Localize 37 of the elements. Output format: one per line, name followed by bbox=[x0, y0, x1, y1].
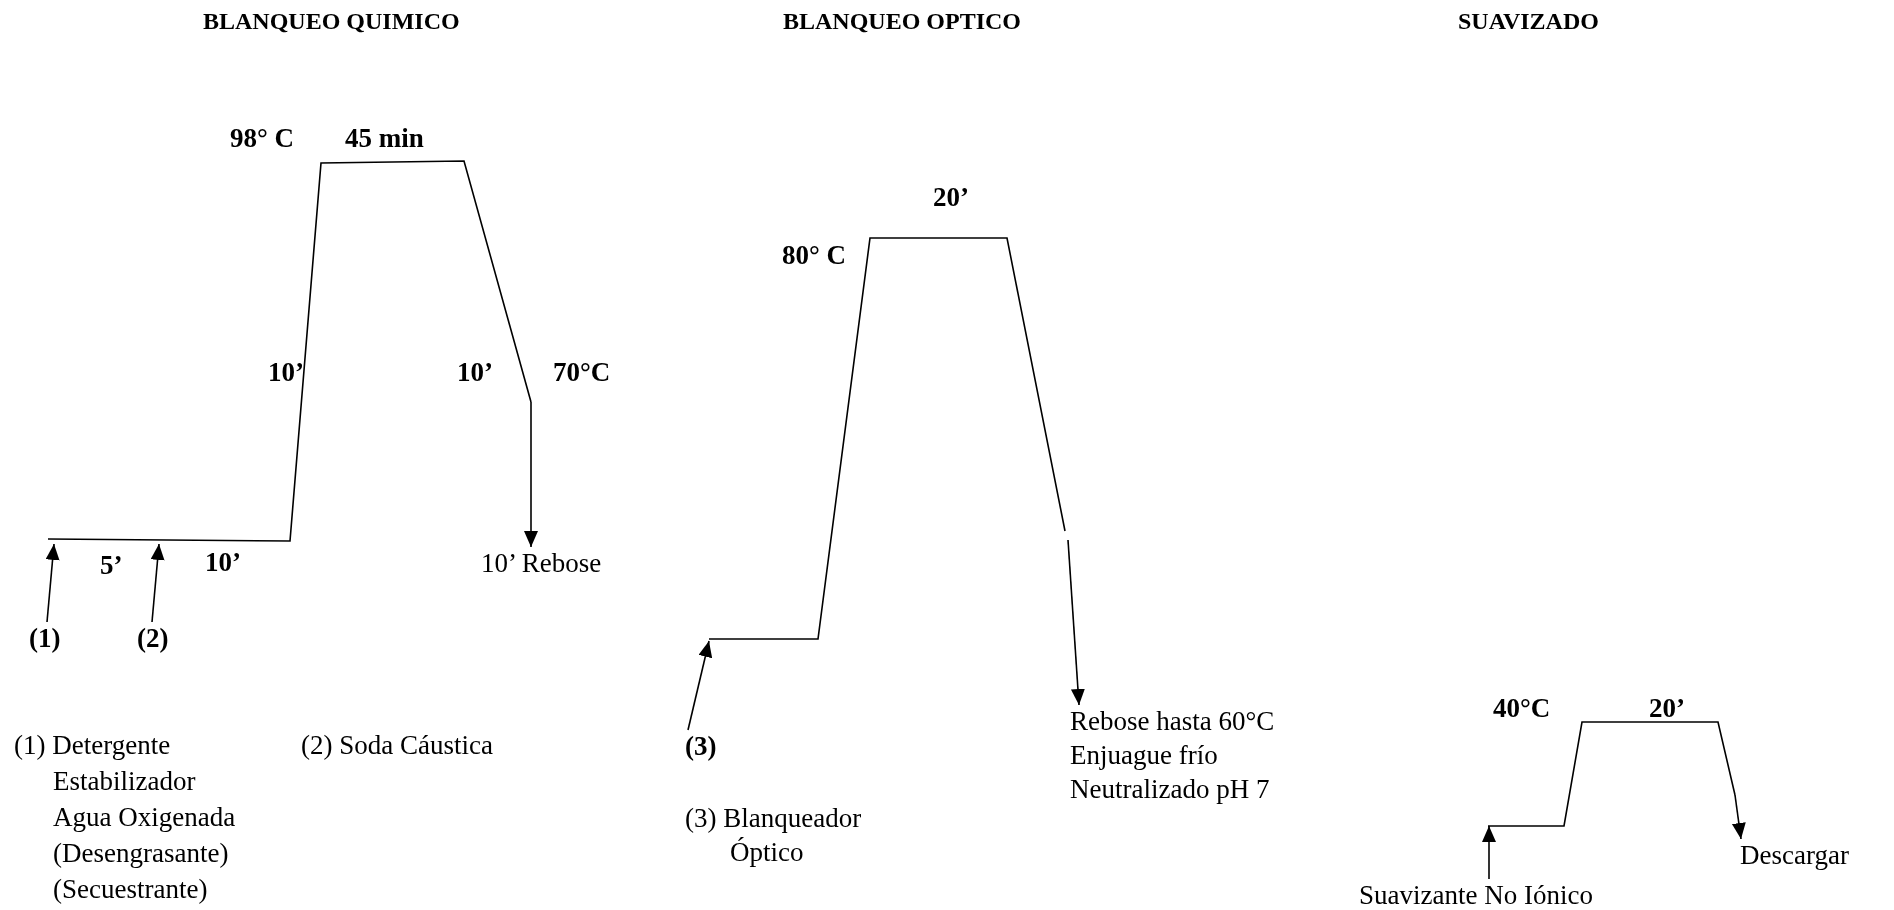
section-title: SUAVIZADO bbox=[1458, 7, 1599, 36]
step-note: Enjuague frío bbox=[1070, 739, 1219, 772]
reagent-list-item: Estabilizador bbox=[53, 765, 196, 798]
step-note: Neutralizado pH 7 bbox=[1070, 773, 1271, 806]
arrow bbox=[150, 543, 165, 623]
reagent-list-item: (3) Blanqueador Óptico bbox=[685, 802, 863, 869]
reagent-number: (3) bbox=[685, 729, 717, 763]
temperature-label: 40°C bbox=[1493, 692, 1551, 725]
time-label: 5’ bbox=[100, 549, 123, 582]
reagent-number: (1) bbox=[29, 621, 61, 655]
reagent-list-item: Agua Oxigenada bbox=[53, 801, 236, 834]
reagent-list-item: (Secuestrante) bbox=[53, 873, 208, 906]
time-label: 10’ bbox=[205, 546, 241, 579]
arrow bbox=[687, 640, 713, 731]
reagent-number: (2) bbox=[137, 621, 169, 655]
arrow bbox=[524, 401, 538, 548]
arrow bbox=[1482, 825, 1496, 880]
step-note: Descargar bbox=[1740, 838, 1849, 872]
time-label: 45 min bbox=[345, 122, 424, 155]
time-label: 20’ bbox=[1649, 692, 1685, 725]
time-label: 20’ bbox=[933, 181, 969, 214]
reagent-list-item: (Desengrasante) bbox=[53, 837, 229, 870]
temperature-label: 80° C bbox=[782, 239, 847, 272]
arrow bbox=[45, 543, 60, 623]
reagent-list-item: (2) Soda Cáustica bbox=[301, 729, 493, 762]
reagent-name: Suavizante No Iónico bbox=[1359, 878, 1593, 910]
time-label: 10’ bbox=[457, 356, 493, 389]
temperature-label: 70°C bbox=[553, 356, 611, 389]
step-note: Rebose hasta 60°C bbox=[1070, 705, 1275, 738]
step-note: 10’ Rebose bbox=[481, 546, 602, 580]
reagent-list-item: (1) Detergente bbox=[14, 729, 171, 762]
section-title: BLANQUEO QUIMICO bbox=[203, 7, 460, 36]
arrow bbox=[1731, 794, 1746, 840]
time-label: 10’ bbox=[268, 356, 304, 389]
temperature-label: 98° C bbox=[230, 122, 295, 155]
arrow bbox=[1067, 539, 1085, 706]
section-title: BLANQUEO OPTICO bbox=[783, 7, 1022, 36]
